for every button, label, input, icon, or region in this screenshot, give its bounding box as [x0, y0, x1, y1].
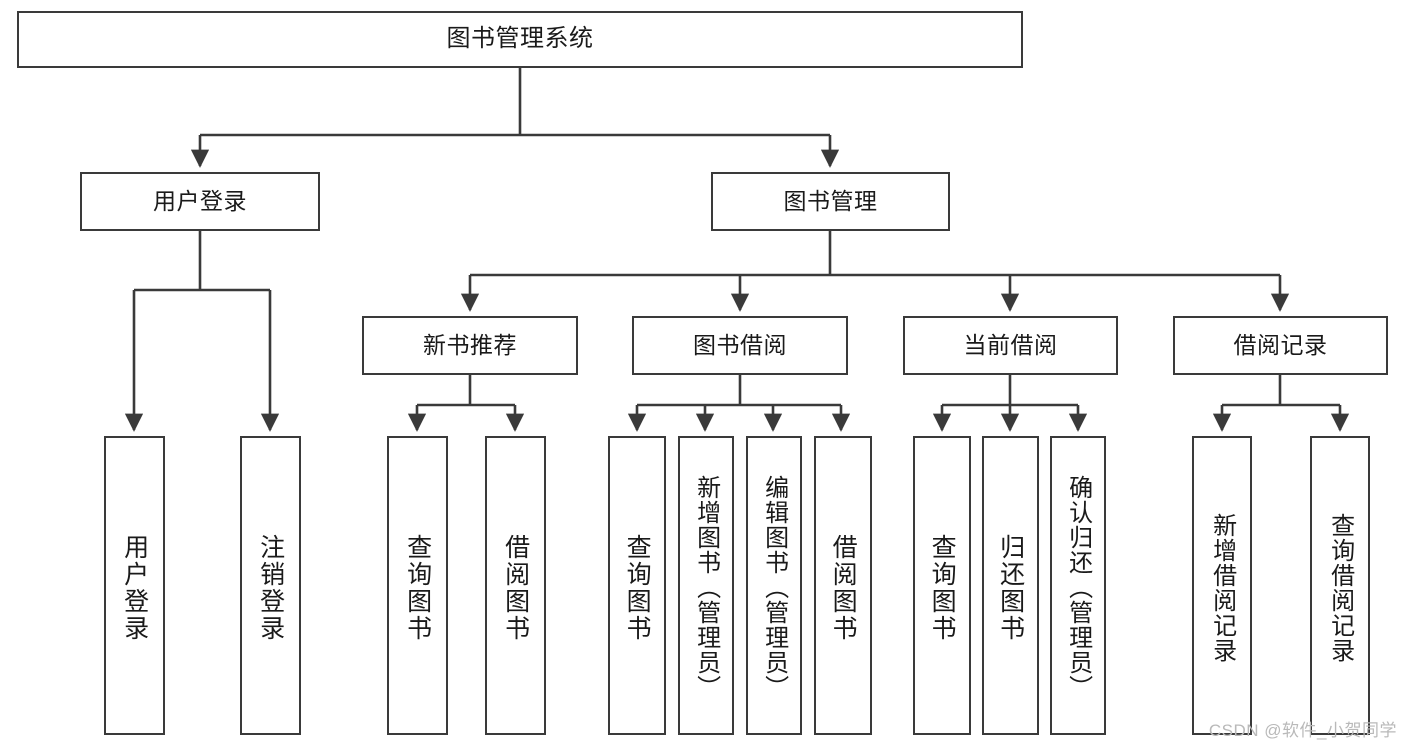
node-leaf-query-book-3[interactable]: 查询图书 [913, 436, 971, 735]
node-borrow-record-label: 借阅记录 [1233, 331, 1328, 358]
node-leaf-logout-login[interactable]: 注销登录 [240, 436, 301, 735]
node-current-borrow-label: 当前借阅 [963, 331, 1058, 358]
node-leaf-query-book-3-label: 查询图书 [928, 533, 957, 642]
node-leaf-query-borrow-record[interactable]: 查询借阅记录 [1310, 436, 1370, 735]
node-leaf-edit-book-label: 编辑图书（管理员） [760, 475, 788, 700]
node-leaf-logout-login-label: 注销登录 [256, 533, 285, 642]
node-leaf-confirm-return-label: 确认归还（管理员） [1064, 475, 1092, 700]
node-leaf-borrow-book-2[interactable]: 借阅图书 [814, 436, 872, 735]
node-leaf-query-borrow-record-label: 查询借阅记录 [1326, 512, 1354, 663]
node-book-borrow-label: 图书借阅 [693, 331, 787, 358]
node-leaf-add-borrow-record-label: 新增借阅记录 [1208, 512, 1236, 663]
watermark: CSDN @软件_小贺同学 [1208, 721, 1397, 740]
node-leaf-borrow-book-1-label: 借阅图书 [501, 533, 530, 642]
node-leaf-query-book-2[interactable]: 查询图书 [608, 436, 666, 735]
node-leaf-edit-book[interactable]: 编辑图书（管理员） [746, 436, 802, 735]
node-root-label: 图书管理系统 [446, 25, 594, 53]
node-current-borrow[interactable]: 当前借阅 [903, 316, 1118, 375]
node-leaf-query-book-1[interactable]: 查询图书 [387, 436, 448, 735]
node-leaf-query-book-1-label: 查询图书 [403, 533, 432, 642]
node-leaf-borrow-book-2-label: 借阅图书 [829, 533, 858, 642]
node-new-book-recommend-label: 新书推荐 [423, 331, 517, 358]
node-user-login[interactable]: 用户登录 [80, 172, 320, 231]
node-leaf-return-book-label: 归还图书 [996, 533, 1025, 642]
node-leaf-add-borrow-record[interactable]: 新增借阅记录 [1192, 436, 1252, 735]
node-leaf-user-login-label: 用户登录 [120, 533, 149, 642]
node-leaf-confirm-return[interactable]: 确认归还（管理员） [1050, 436, 1106, 735]
node-new-book-recommend[interactable]: 新书推荐 [362, 316, 578, 375]
node-leaf-add-book-label: 新增图书（管理员） [692, 475, 720, 700]
node-book-manage-label: 图书管理 [783, 187, 878, 214]
node-leaf-borrow-book-1[interactable]: 借阅图书 [485, 436, 546, 735]
node-leaf-add-book[interactable]: 新增图书（管理员） [678, 436, 734, 735]
node-leaf-user-login[interactable]: 用户登录 [104, 436, 165, 735]
node-borrow-record[interactable]: 借阅记录 [1173, 316, 1388, 375]
node-book-borrow[interactable]: 图书借阅 [632, 316, 848, 375]
node-user-login-label: 用户登录 [153, 187, 247, 214]
node-leaf-return-book[interactable]: 归还图书 [982, 436, 1039, 735]
node-book-manage[interactable]: 图书管理 [711, 172, 950, 231]
node-root[interactable]: 图书管理系统 [17, 11, 1023, 68]
node-leaf-query-book-2-label: 查询图书 [623, 533, 652, 642]
